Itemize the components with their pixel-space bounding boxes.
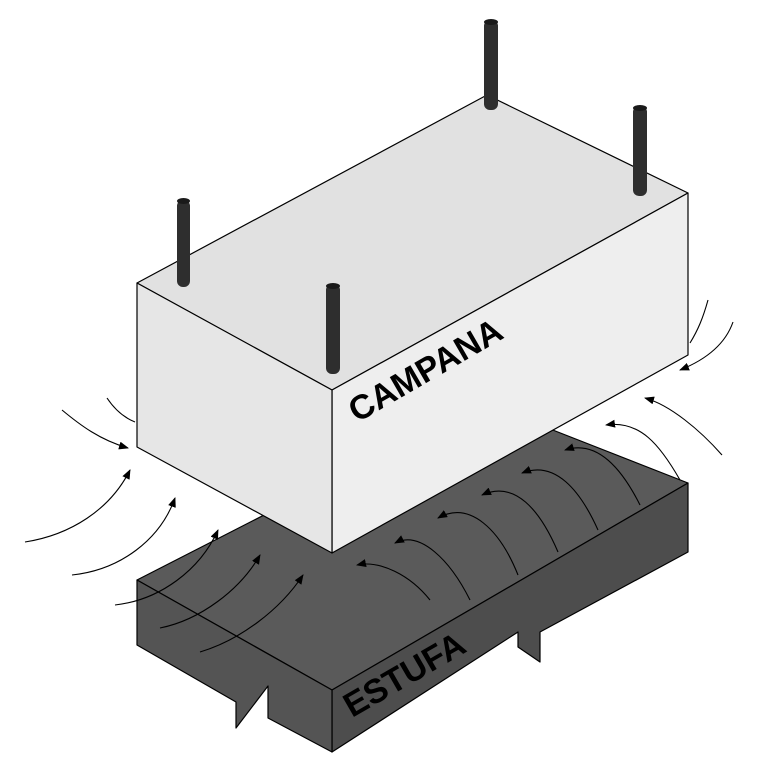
airflow-arrow — [106, 397, 136, 423]
stove: ESTUFA — [136, 424, 689, 753]
support-rod — [326, 283, 340, 374]
airflow-arrow — [159, 554, 261, 629]
stove-front-face — [331, 482, 689, 753]
airflow-arrow — [564, 443, 641, 506]
support-rod — [633, 105, 647, 196]
airflow-arrow — [521, 465, 599, 531]
airflow-arrow — [394, 535, 471, 601]
airflow-arrow — [61, 409, 129, 450]
airflow-arrow — [71, 497, 176, 576]
airflow-arrow — [114, 529, 219, 606]
support-rod — [177, 198, 190, 287]
airflow-arrow — [644, 396, 723, 456]
support-rods — [177, 19, 647, 374]
hood-left-face — [136, 282, 333, 554]
support-rod — [484, 19, 498, 110]
airflow-arrows — [24, 299, 734, 653]
airflow-arrow — [437, 510, 519, 576]
airflow-arrow — [199, 574, 304, 653]
airflow-arrow — [356, 559, 431, 601]
airflow-arrow — [689, 299, 709, 344]
stove-left-face — [136, 579, 333, 753]
airflow-arrow — [679, 321, 734, 371]
airflow-arrow — [481, 487, 559, 553]
airflow-arrow — [605, 419, 681, 481]
airflow-arrow — [24, 469, 131, 543]
hood: CAMPANA — [136, 94, 689, 554]
